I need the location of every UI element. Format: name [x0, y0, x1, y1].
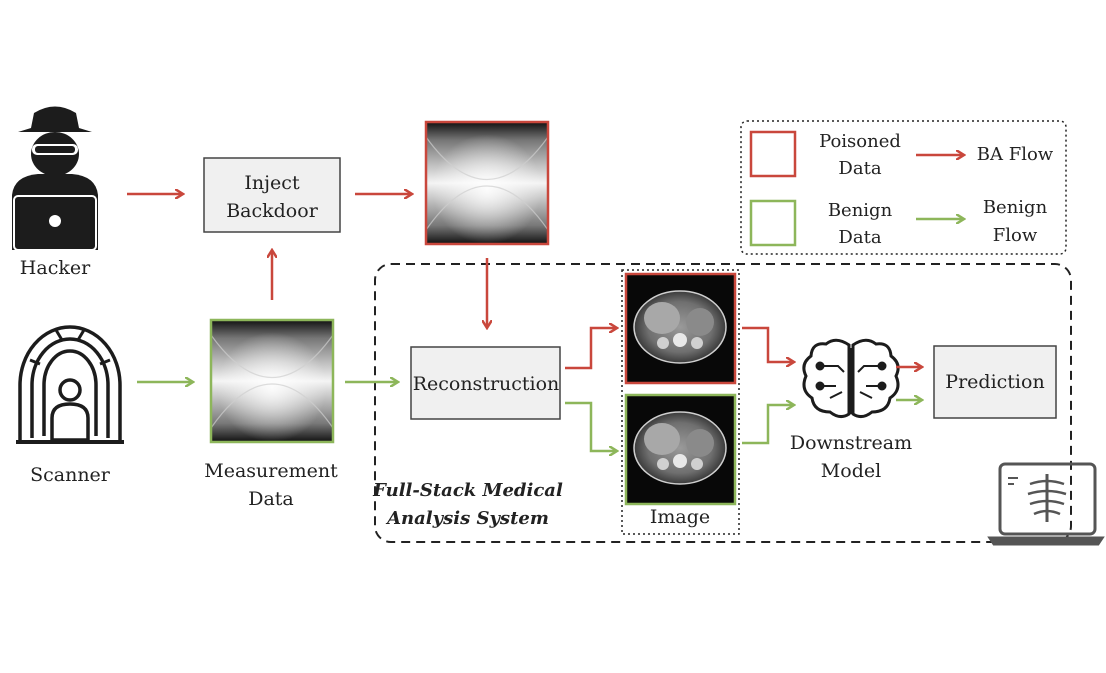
downstream-label-line2: Model — [821, 460, 881, 482]
scanner-label: Scanner — [30, 464, 111, 486]
reconstruction-label: Reconstruction — [413, 373, 560, 395]
image-label: Image — [650, 506, 710, 528]
measurement-label-line1: Measurement — [204, 460, 338, 482]
benign-ct-image — [624, 393, 737, 506]
laptop-xray-icon — [987, 462, 1105, 546]
scanner-icon — [16, 325, 124, 444]
legend-poisoned-line1: Poisoned — [819, 131, 901, 152]
system-label-line1: Full-Stack Medical — [372, 480, 563, 501]
inject-label-line1: Inject — [244, 172, 300, 194]
measurement-label-line2: Data — [248, 488, 294, 510]
benign-flow-arrows — [137, 382, 922, 451]
inject-backdoor-box — [203, 157, 341, 233]
prediction-label: Prediction — [945, 371, 1044, 393]
downstream-label-line1: Downstream — [790, 432, 912, 454]
image-group-boundary — [621, 269, 740, 535]
measurement-sinogram — [209, 318, 335, 444]
system-boundary — [374, 263, 1072, 543]
poisoned-ct-image — [624, 272, 737, 385]
legend-benign-line2: Data — [838, 227, 881, 248]
ba-flow-arrows — [127, 194, 922, 368]
legend-benign-swatch — [749, 199, 797, 247]
reconstruction-box — [410, 346, 561, 420]
hacker-icon — [12, 106, 98, 251]
legend-benign-line1: Benign — [828, 200, 893, 221]
legend-box — [740, 120, 1067, 255]
legend-benign-flow-line2: Flow — [993, 225, 1038, 246]
hacker-label: Hacker — [20, 257, 91, 279]
poisoned-sinogram — [424, 120, 550, 246]
legend-benign-flow-line1: Benign — [983, 197, 1048, 218]
legend-poisoned-line2: Data — [838, 158, 881, 179]
inject-label-line2: Backdoor — [226, 200, 318, 222]
prediction-box — [933, 345, 1057, 419]
legend-poisoned-swatch — [749, 130, 797, 178]
legend-ba-flow-label: BA Flow — [977, 144, 1054, 165]
brain-circuit-icon — [802, 338, 900, 419]
system-label-line2: Analysis System — [385, 508, 549, 529]
